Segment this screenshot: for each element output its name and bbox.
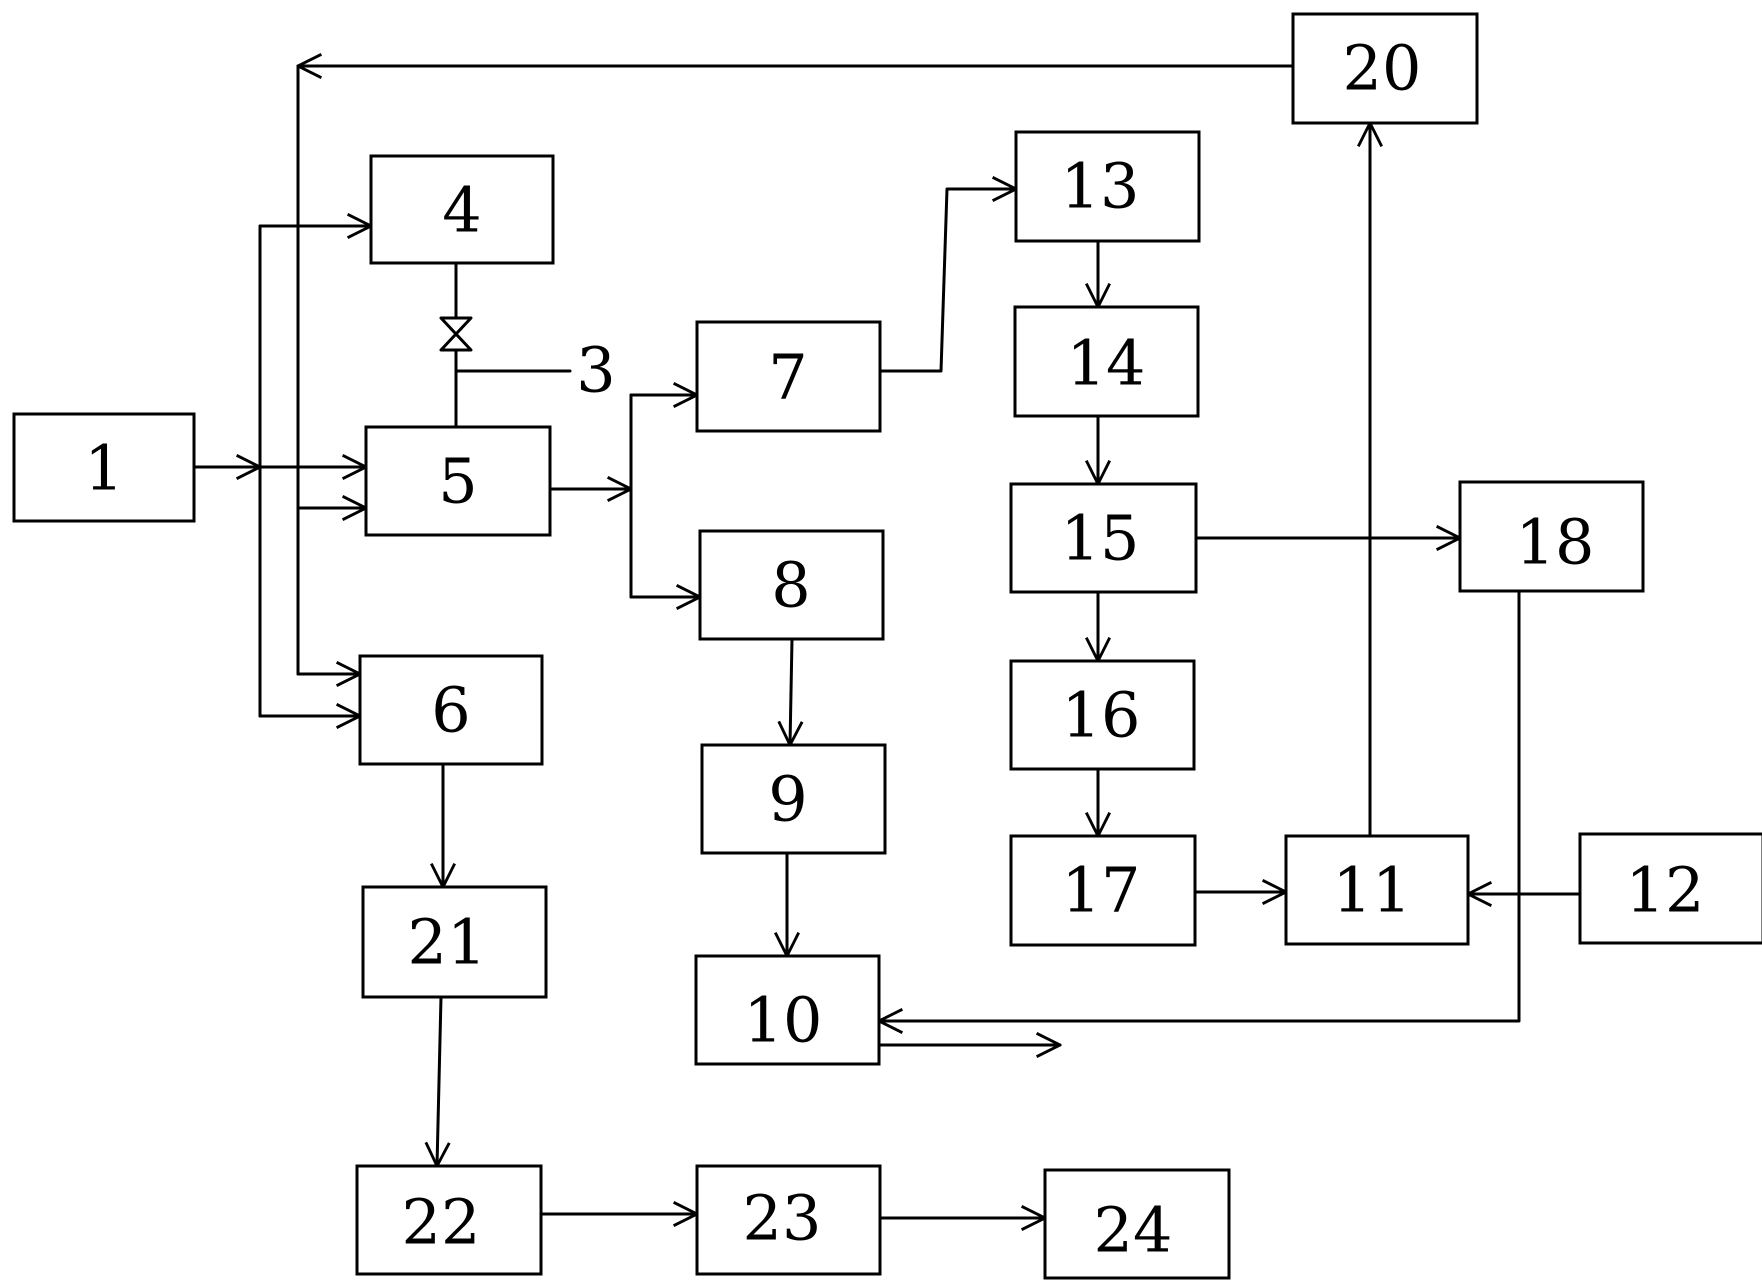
block-21-label: 21: [408, 906, 487, 979]
block-17: 17: [1009, 834, 1197, 947]
block-13-label: 13: [1061, 150, 1140, 223]
block-14-label: 14: [1067, 327, 1146, 400]
block-12-label: 12: [1626, 854, 1705, 927]
arrow-18-to-10: [877, 589, 1521, 1021]
connector-5-split: [548, 395, 702, 597]
block-14: 14: [1013, 305, 1200, 418]
block-18-label: 18: [1516, 506, 1595, 579]
block-8-label: 8: [771, 549, 810, 622]
block-11: 11: [1284, 834, 1470, 946]
block-7: 7: [695, 320, 882, 433]
block-9: 9: [700, 743, 887, 855]
block-9-label: 9: [768, 763, 807, 836]
block-16-label: 16: [1062, 679, 1141, 752]
block-17-label: 17: [1062, 854, 1141, 927]
block-16: 16: [1009, 659, 1196, 771]
block-1: 1: [12, 412, 196, 523]
block-21: 21: [361, 885, 548, 999]
valve-3: 3: [439, 261, 616, 429]
arrow-8-to-9: [790, 637, 792, 745]
block-4: 4: [369, 154, 555, 265]
block-10: 10: [694, 954, 881, 1066]
block-22-label: 22: [402, 1186, 481, 1259]
arrow-7-to-13: [878, 189, 1018, 373]
block-6: 6: [358, 654, 544, 766]
block-11-label: 11: [1333, 854, 1412, 927]
block-5-label: 5: [438, 445, 477, 518]
block-6-label: 6: [431, 674, 470, 747]
block-5: 5: [364, 425, 552, 537]
block-22: 22: [355, 1164, 543, 1276]
block-24: 24: [1043, 1168, 1231, 1280]
block-23-label: 23: [743, 1182, 822, 1255]
block-10-label: 10: [744, 984, 823, 1057]
connector-20-feedback: [296, 66, 1295, 674]
block-1-label: 1: [84, 432, 123, 505]
block-20-label: 20: [1343, 32, 1422, 105]
block-18: 18: [1458, 480, 1645, 593]
block-15: 15: [1009, 482, 1198, 594]
block-20: 20: [1291, 12, 1479, 125]
valve-icon: [439, 316, 473, 352]
block-13: 13: [1014, 130, 1201, 243]
block-12: 12: [1578, 832, 1762, 945]
connector-1-distribution: [192, 226, 373, 716]
block-15-label: 15: [1061, 502, 1140, 575]
arrow-21-to-22: [437, 995, 441, 1166]
block-7-label: 7: [768, 341, 807, 414]
block-4-label: 4: [442, 174, 481, 247]
block-23: 23: [695, 1164, 882, 1276]
valve-callout-label: 3: [576, 334, 615, 407]
block-24-label: 24: [1094, 1194, 1173, 1267]
block-8: 8: [698, 529, 885, 641]
